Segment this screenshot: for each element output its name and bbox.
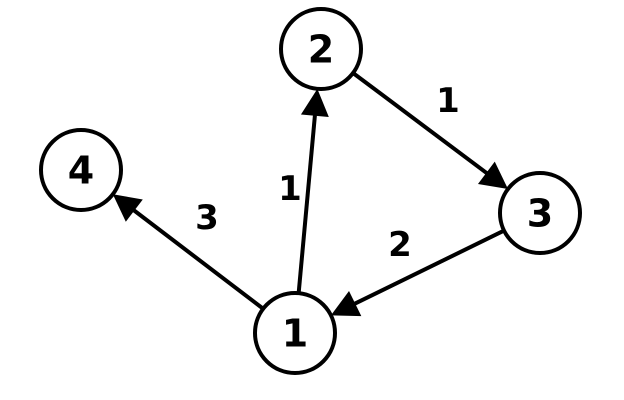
- edge-weight-label-1-2: 1: [278, 169, 302, 209]
- arrowhead-icon-1-4: [112, 194, 143, 222]
- edge-weight-label-1-4: 3: [195, 198, 219, 238]
- node-label-2: 2: [308, 28, 334, 72]
- edge-line-3-1: [353, 228, 505, 306]
- node-circle-3: [498, 171, 582, 255]
- node-circle-2: [279, 7, 363, 91]
- edge-line-1-4: [132, 208, 265, 311]
- arrowhead-icon-2-3: [477, 161, 508, 190]
- edge-weight-label-3-1: 2: [388, 225, 412, 265]
- node-label-1: 1: [282, 312, 308, 356]
- node-circle-4: [39, 128, 123, 212]
- node-label-3: 3: [527, 192, 553, 236]
- arrowhead-icon-1-2: [300, 88, 329, 117]
- edge-weight-label-2-3: 1: [436, 81, 460, 121]
- edge-line-2-3: [351, 71, 489, 176]
- node-circle-1: [253, 291, 337, 375]
- arrowhead-icon-3-1: [330, 290, 362, 317]
- node-label-4: 4: [68, 149, 94, 193]
- edge-line-1-2: [296, 114, 317, 294]
